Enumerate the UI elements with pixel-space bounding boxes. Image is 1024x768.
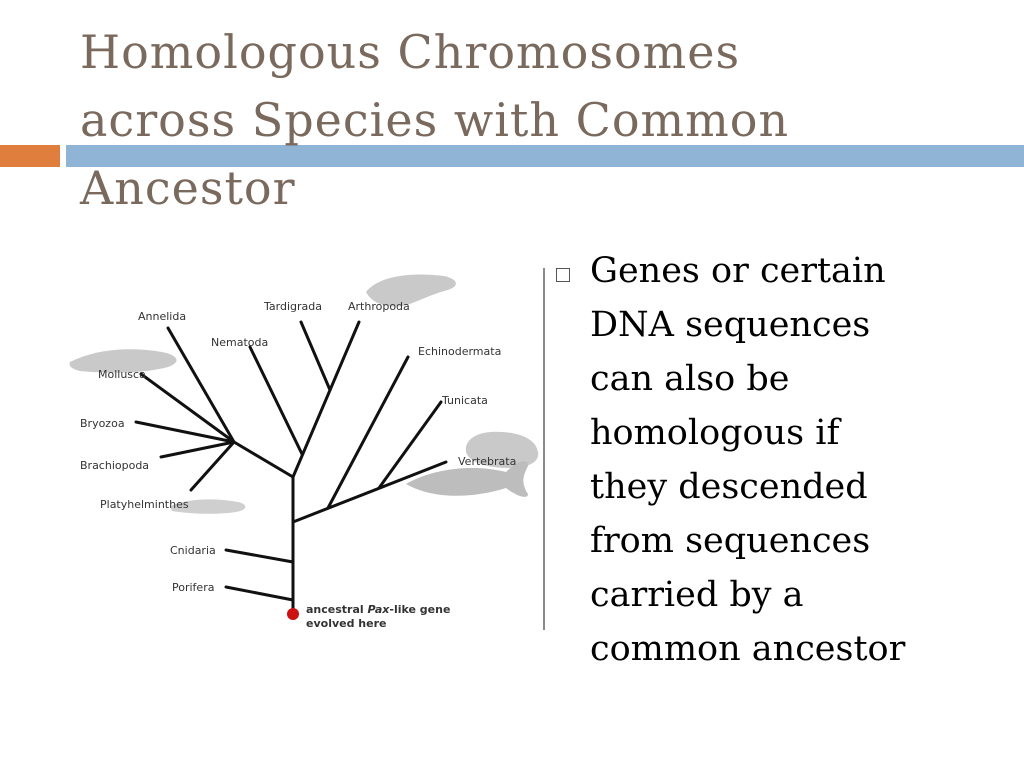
accent-bar-blue — [66, 145, 1024, 167]
taxon-label-mollusca: Mollusca — [98, 368, 146, 381]
taxon-label-bryozoa: Bryozoa — [80, 417, 125, 430]
taxon-label-tunicata: Tunicata — [441, 394, 488, 407]
bullet-line: Genes or certain — [590, 251, 886, 291]
content-divider — [543, 268, 545, 630]
root-node-marker — [287, 608, 299, 620]
taxon-label-porifera: Porifera — [172, 581, 214, 594]
worm-silhouette-icon — [170, 499, 246, 514]
bullet-line: can also be — [590, 359, 790, 399]
root-annotation-gene: Pax — [368, 603, 391, 616]
phylogenetic-tree-figure: Annelida Tardigrada Arthropoda Nematoda … — [66, 262, 546, 662]
mouse-silhouette-icon — [465, 431, 539, 468]
fish-silhouette-icon — [406, 461, 528, 497]
taxon-label-vertebrata: Vertebrata — [458, 455, 516, 468]
bullet-line: carried by a — [590, 575, 804, 615]
bullet-item: Genes or certain DNA sequences can also … — [556, 244, 1016, 676]
taxon-label-arthropoda: Arthropoda — [348, 300, 410, 313]
root-annotation-prefix: ancestral — [306, 603, 368, 616]
taxon-label-cnidaria: Cnidaria — [170, 544, 216, 557]
bullet-line: homologous if — [590, 413, 840, 453]
title-line: across Species with Common — [80, 93, 790, 147]
root-annotation-line2: evolved here — [306, 617, 386, 630]
taxon-label-platyhelminthes: Platyhelminthes — [100, 498, 189, 511]
accent-bar-orange — [0, 145, 60, 167]
root-annotation-suffix: -like gene — [389, 603, 450, 616]
slide-title: Homologous Chromosomes across Species wi… — [80, 18, 980, 222]
bullet-line: they descended — [590, 467, 868, 507]
bullet-line: from sequences — [590, 521, 871, 561]
phylogenetic-tree: Annelida Tardigrada Arthropoda Nematoda … — [69, 274, 539, 630]
bullet-line: DNA sequences — [590, 305, 871, 345]
fly-silhouette-icon — [366, 274, 456, 307]
bullet-text: Genes or certain DNA sequences can also … — [590, 244, 905, 676]
taxon-label-nematoda: Nematoda — [211, 336, 268, 349]
taxon-label-annelida: Annelida — [138, 310, 186, 323]
title-line: Homologous Chromosomes — [80, 25, 741, 79]
squid-silhouette-icon — [69, 349, 177, 373]
root-annotation-line1: ancestral Pax-like gene — [306, 603, 450, 616]
square-bullet-icon — [556, 268, 570, 282]
tree-branches — [134, 320, 448, 619]
taxon-label-brachiopoda: Brachiopoda — [80, 459, 149, 472]
taxon-label-tardigrada: Tardigrada — [263, 300, 322, 313]
title-line: Ancestor — [80, 161, 296, 215]
taxon-label-echinodermata: Echinodermata — [418, 345, 501, 358]
bullet-line: common ancestor — [590, 629, 906, 669]
